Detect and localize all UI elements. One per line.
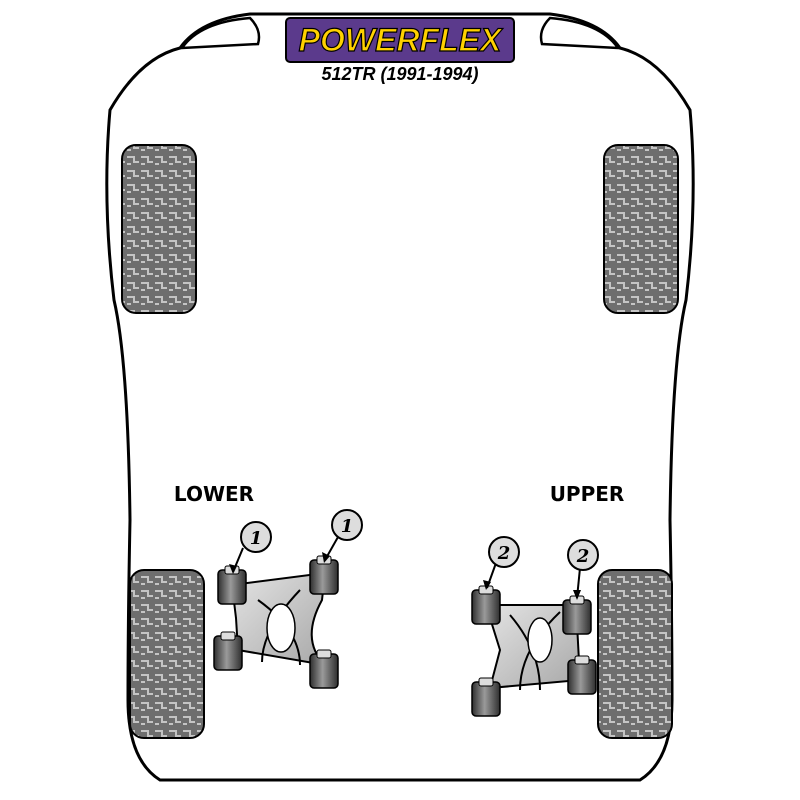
callout-upper-right: 2 bbox=[567, 539, 599, 600]
lower-label: LOWER bbox=[174, 482, 254, 506]
bush-lower-1 bbox=[217, 565, 247, 605]
svg-text:1: 1 bbox=[250, 528, 263, 549]
svg-text:2: 2 bbox=[497, 543, 511, 564]
callout-lower-left: 1 bbox=[229, 521, 272, 574]
rear-right-tyre bbox=[597, 569, 673, 739]
left-top-bump bbox=[179, 16, 261, 50]
upper-wishbone bbox=[484, 604, 582, 691]
lower-wishbone bbox=[230, 571, 328, 667]
upper-label: UPPER bbox=[550, 482, 625, 506]
callout-upper-left: 2 bbox=[483, 536, 520, 590]
right-top-bump bbox=[539, 16, 621, 50]
svg-text:2: 2 bbox=[576, 546, 590, 567]
logo-brand-text: POWERFLEX bbox=[299, 22, 503, 58]
callout-lower-right: 1 bbox=[322, 509, 363, 563]
bush-upper-2 bbox=[562, 595, 592, 635]
front-left-tyre bbox=[121, 144, 197, 314]
bush-lower-4 bbox=[309, 649, 339, 689]
bush-upper-3 bbox=[471, 677, 501, 717]
front-right-tyre bbox=[603, 144, 679, 314]
powerflex-logo: POWERFLEX bbox=[285, 17, 515, 63]
svg-text:1: 1 bbox=[341, 516, 354, 537]
bush-lower-3 bbox=[213, 631, 243, 671]
rear-left-tyre bbox=[129, 569, 205, 739]
bush-upper-1 bbox=[471, 585, 501, 625]
model-title: 512TR (1991-1994) bbox=[321, 64, 478, 84]
bush-upper-4 bbox=[567, 655, 597, 695]
